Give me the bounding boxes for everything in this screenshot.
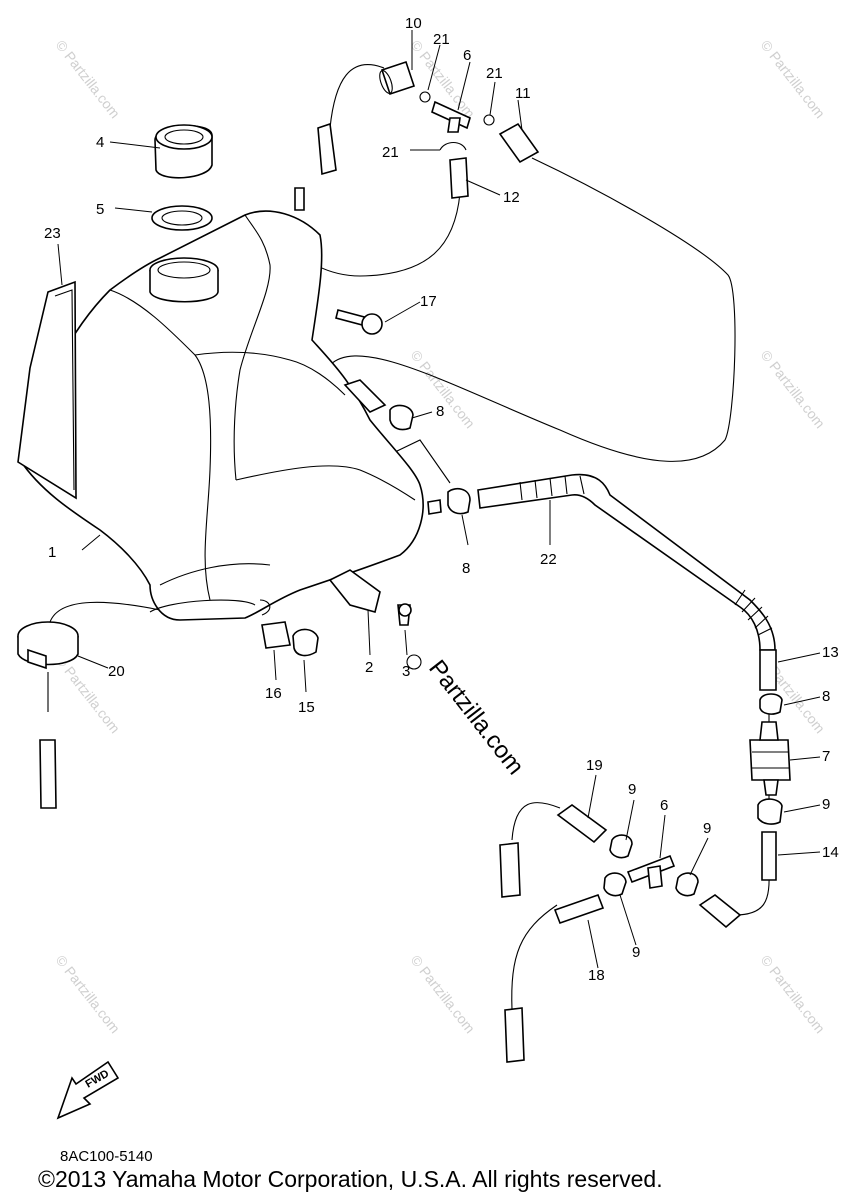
callout-17: 17 bbox=[420, 293, 437, 310]
diagram-code: 8AC100-5140 bbox=[60, 1148, 153, 1165]
callout-13: 13 bbox=[822, 644, 839, 661]
watermark: © Partzilla.com bbox=[53, 952, 124, 1036]
side-cover bbox=[17, 280, 77, 500]
callout-9: 9 bbox=[628, 781, 636, 798]
copyright-notice: ©2013 Yamaha Motor Corporation, U.S.A. A… bbox=[38, 1166, 663, 1192]
fwd-arrow-icon: FWD bbox=[56, 1060, 120, 1120]
callout-19: 19 bbox=[586, 757, 603, 774]
callout-4: 4 bbox=[96, 134, 104, 151]
callout-15: 15 bbox=[298, 699, 315, 716]
watermark: © Partzilla.com bbox=[758, 952, 829, 1036]
callout-3: 3 bbox=[402, 663, 410, 680]
callout-21: 21 bbox=[486, 65, 503, 82]
callout-6: 6 bbox=[660, 797, 668, 814]
callout-9: 9 bbox=[703, 820, 711, 837]
callout-21: 21 bbox=[382, 144, 399, 161]
watermark: © Partzilla.com bbox=[53, 37, 124, 121]
callout-16: 16 bbox=[265, 685, 282, 702]
callout-8: 8 bbox=[822, 688, 830, 705]
callout-9: 9 bbox=[822, 796, 830, 813]
callout-12: 12 bbox=[503, 189, 520, 206]
callout-10: 10 bbox=[405, 15, 422, 32]
callout-8: 8 bbox=[462, 560, 470, 577]
callout-6: 6 bbox=[463, 47, 471, 64]
watermark: © Partzilla.com bbox=[758, 37, 829, 121]
callout-23: 23 bbox=[44, 225, 61, 242]
callout-9: 9 bbox=[632, 944, 640, 961]
watermark: © Partzilla.com bbox=[758, 347, 829, 431]
callout-21: 21 bbox=[433, 31, 450, 48]
copyright-mark-icon bbox=[406, 654, 422, 670]
callout-22: 22 bbox=[540, 551, 557, 568]
callout-14: 14 bbox=[822, 844, 839, 861]
watermark: © Partzilla.com bbox=[408, 952, 479, 1036]
callout-8: 8 bbox=[436, 403, 444, 420]
callout-11: 11 bbox=[515, 85, 531, 102]
callouts: 10 21 6 21 11 21 12 4 5 23 17 8 1 8 22 2… bbox=[44, 15, 839, 984]
callout-18: 18 bbox=[588, 967, 605, 984]
callout-20: 20 bbox=[108, 663, 125, 680]
callout-5: 5 bbox=[96, 201, 104, 218]
callout-2: 2 bbox=[365, 659, 373, 676]
small-parts bbox=[17, 60, 791, 1063]
leader-lines bbox=[57, 30, 821, 969]
callout-1: 1 bbox=[48, 544, 56, 561]
callout-7: 7 bbox=[822, 748, 830, 765]
fuel-tank bbox=[19, 124, 442, 621]
watermark-center: Partzilla.com bbox=[423, 655, 529, 780]
